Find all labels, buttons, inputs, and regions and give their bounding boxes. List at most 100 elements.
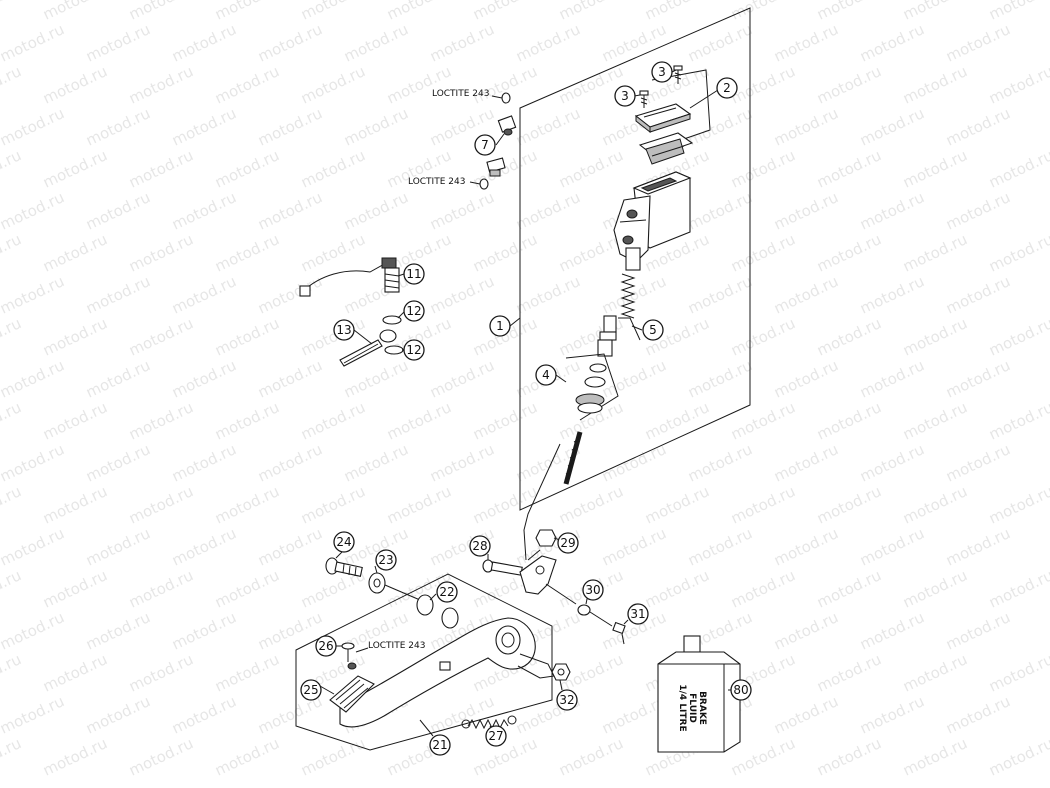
watermark-text: motod.ru <box>126 62 196 107</box>
watermark-text: motod.ru <box>857 188 927 233</box>
watermark-text: motod.ru <box>169 20 239 65</box>
watermark-text: motod.ru <box>900 0 970 24</box>
brake-fluid-bottle <box>657 635 741 753</box>
watermark-text: motod.ru <box>427 20 497 65</box>
watermark-text: motod.ru <box>40 62 110 107</box>
svg-text:11: 11 <box>406 267 421 281</box>
watermark-text: motod.ru <box>341 356 411 401</box>
watermark-text: motod.ru <box>814 230 884 275</box>
fluid-label-line3: 1/4 LITRE <box>677 684 687 731</box>
watermark-text: motod.ru <box>169 608 239 653</box>
watermark-text: motod.ru <box>0 650 24 695</box>
clevis-washer <box>577 604 591 616</box>
watermark-text: motod.ru <box>685 356 755 401</box>
watermark-text: motod.ru <box>900 398 970 443</box>
pedal-nut <box>551 663 571 681</box>
mounting-bolt-lower <box>469 157 506 190</box>
watermark-text: motod.ru <box>298 0 368 24</box>
push-rod <box>523 431 583 561</box>
callout-30: 30 <box>582 579 604 601</box>
svg-text:80: 80 <box>733 683 748 697</box>
watermark-text: motod.ru <box>0 188 67 233</box>
foot-pad <box>329 675 375 713</box>
callout-28: 28 <box>469 535 491 557</box>
watermark-text: motod.ru <box>771 524 841 569</box>
callout-29: 29 <box>557 532 579 554</box>
pad-screw <box>341 642 369 670</box>
svg-text:3: 3 <box>621 89 629 103</box>
watermark-text: motod.ru <box>40 230 110 275</box>
watermark-text: motod.ru <box>814 314 884 359</box>
watermark-text: motod.ru <box>212 398 282 443</box>
callout-3-lower: 3 <box>614 85 636 107</box>
callout-80: 80 <box>730 679 752 701</box>
watermark-text: motod.ru <box>685 20 755 65</box>
watermark-text: motod.ru <box>0 356 67 401</box>
watermark-text: motod.ru <box>728 62 798 107</box>
watermark-text: motod.ru <box>255 440 325 485</box>
watermark-text: motod.ru <box>900 482 970 527</box>
watermark-text: motod.ru <box>212 734 282 779</box>
callout-11: 11 <box>403 263 425 285</box>
callout-26: 26 <box>315 635 337 657</box>
watermark-text: motod.ru <box>126 314 196 359</box>
watermark-text: motod.ru <box>857 692 927 737</box>
watermark-text: motod.ru <box>814 146 884 191</box>
watermark-text: motod.ru <box>0 20 67 65</box>
watermark-text: motod.ru <box>0 734 24 779</box>
watermark-text: motod.ru <box>900 146 970 191</box>
watermark-text: motod.ru <box>900 314 970 359</box>
fluid-label-line2: FLUID <box>687 693 697 723</box>
callout-31: 31 <box>627 603 649 625</box>
watermark-text: motod.ru <box>470 0 540 24</box>
watermark-text: motod.ru <box>83 440 153 485</box>
watermark-text: motod.ru <box>513 104 583 149</box>
watermark-text: motod.ru <box>212 650 282 695</box>
svg-text:7: 7 <box>481 138 489 152</box>
svg-text:1: 1 <box>496 319 504 333</box>
watermark-text: motod.ru <box>0 104 67 149</box>
svg-text:24: 24 <box>336 535 351 549</box>
watermark-text: motod.ru <box>642 398 712 443</box>
watermark-text: motod.ru <box>0 566 24 611</box>
fluid-label-line1: BRAKE <box>697 691 707 725</box>
watermark-text: motod.ru <box>814 0 884 24</box>
piston <box>597 315 617 357</box>
watermark-text: motod.ru <box>986 566 1050 611</box>
watermark-text: motod.ru <box>556 734 626 779</box>
watermark-text: motod.ru <box>40 650 110 695</box>
watermark-text: motod.ru <box>0 272 67 317</box>
watermark-text: motod.ru <box>40 146 110 191</box>
svg-text:30: 30 <box>585 583 600 597</box>
watermark-text: motod.ru <box>986 146 1050 191</box>
callout-2: 2 <box>716 77 738 99</box>
watermark-text: motod.ru <box>341 104 411 149</box>
watermark-text: motod.ru <box>857 104 927 149</box>
watermark-text: motod.ru <box>255 20 325 65</box>
watermark-text: motod.ru <box>255 104 325 149</box>
watermark-text: motod.ru <box>728 398 798 443</box>
callout-24: 24 <box>333 531 355 553</box>
watermark-text: motod.ru <box>212 230 282 275</box>
watermark-text: motod.ru <box>814 566 884 611</box>
watermark-text: motod.ru <box>40 734 110 779</box>
watermark-text: motod.ru <box>642 482 712 527</box>
cap-screw-right <box>673 65 683 84</box>
reservoir-cap <box>634 103 692 134</box>
callout-27: 27 <box>485 725 507 747</box>
watermark-text: motod.ru <box>943 272 1013 317</box>
loctite-note-middle: LOCTITE 243 <box>408 177 465 187</box>
cotter-pin <box>612 621 626 645</box>
watermark-text: motod.ru <box>83 20 153 65</box>
svg-text:21: 21 <box>432 738 447 752</box>
watermark-text: motod.ru <box>900 62 970 107</box>
watermark-text: motod.ru <box>40 566 110 611</box>
watermark-text: motod.ru <box>470 482 540 527</box>
watermark-text: motod.ru <box>986 62 1050 107</box>
watermark-text: motod.ru <box>126 398 196 443</box>
loctite-note-upper: LOCTITE 243 <box>432 89 489 99</box>
pedal-group-frame <box>295 573 553 751</box>
callout-12-lower: 12 <box>403 339 425 361</box>
return-spring <box>461 715 517 730</box>
reservoir-diaphragm <box>638 132 694 165</box>
